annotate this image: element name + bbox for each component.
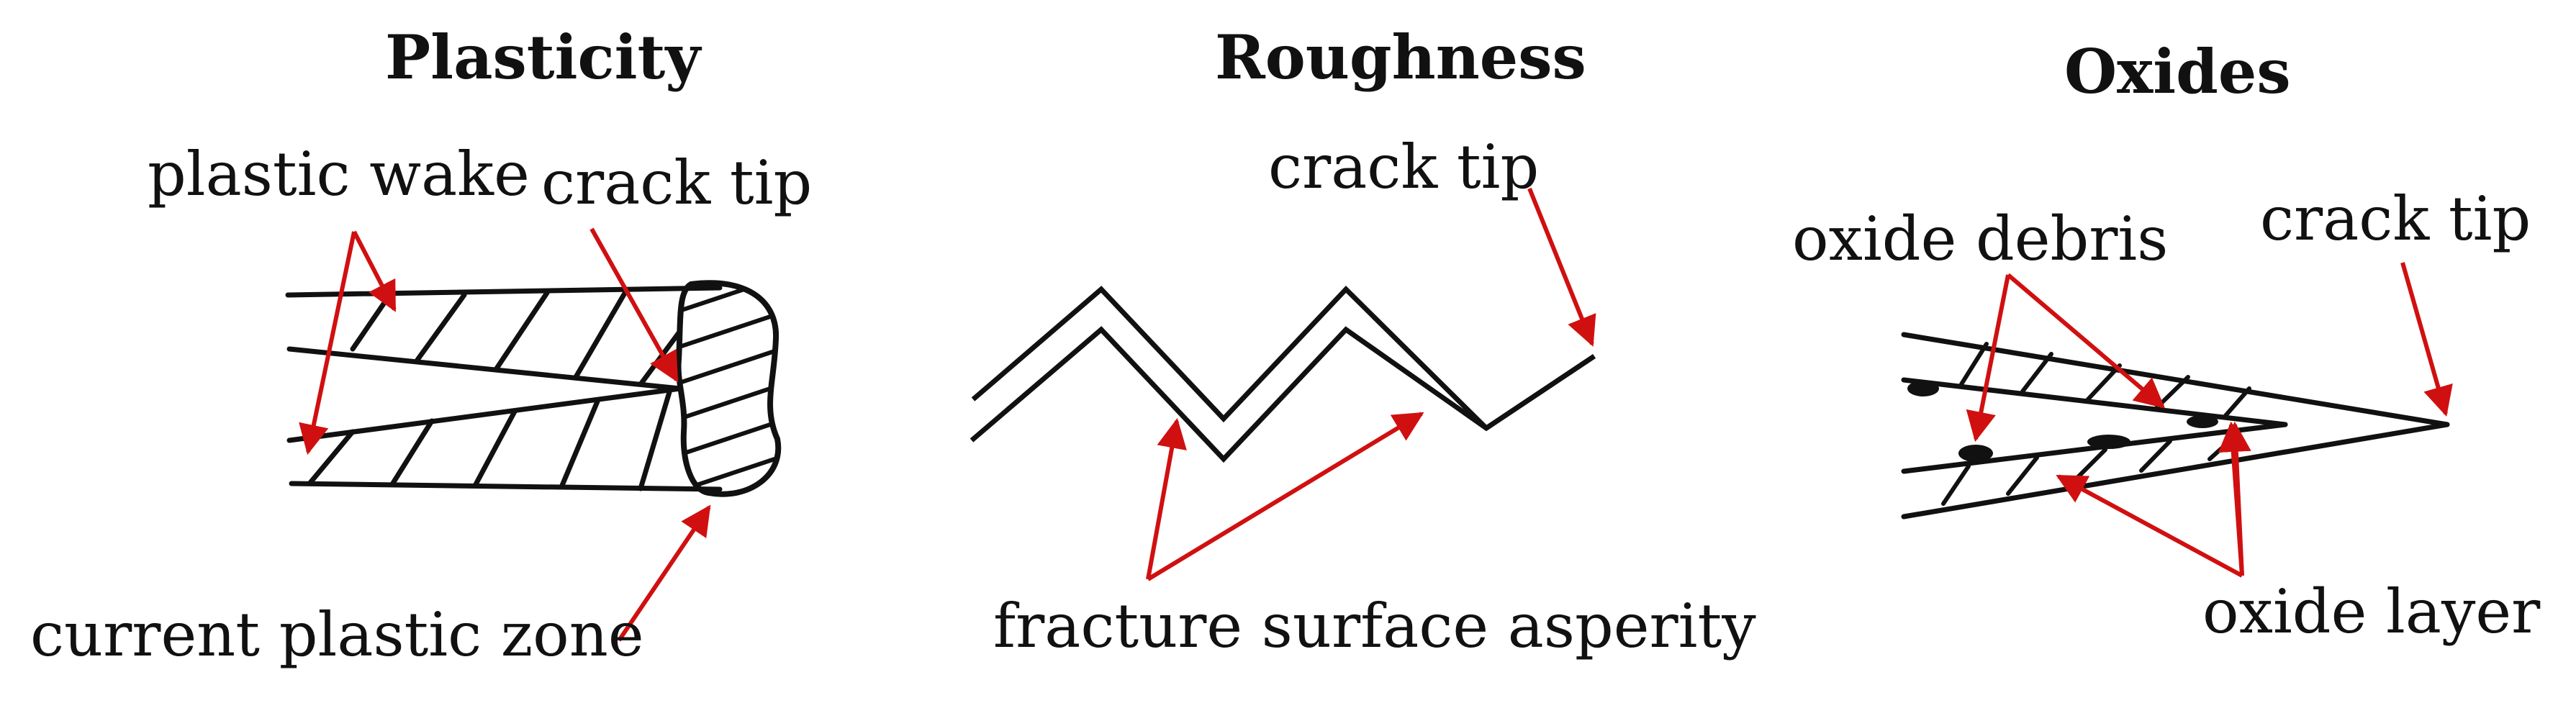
asperity-arrow-right: [1147, 412, 1424, 581]
crack-tip-label-roughness: crack tip: [1268, 132, 1540, 202]
crack-tip-arrow-oxides: [2400, 262, 2453, 417]
crack-tip-arrow-roughness: [1527, 187, 1596, 347]
oxide-layer-arrow-left: [2056, 474, 2243, 578]
lower-wake-hatching: [307, 389, 672, 491]
oxide-debris-particle: [2087, 435, 2130, 449]
roughness-panel: [970, 285, 1596, 463]
plastic-wake-arrow-lower: [299, 231, 356, 455]
upper-fracture-surface: [970, 326, 1596, 463]
plastic-wake-label: plastic wake: [148, 139, 530, 209]
oxide-debris-particle: [2187, 415, 2218, 428]
roughness-title: Roughness: [1215, 22, 1586, 93]
plastic-wake-upper-boundary: [285, 285, 723, 298]
oxide-debris-label: oxide debris: [1792, 204, 2169, 274]
oxide-layer-arrow-right: [2218, 421, 2249, 576]
current-plastic-zone-label: current plastic zone: [30, 599, 644, 670]
crack-lower-face: [286, 386, 683, 443]
plastic-wake-arrow-upper: [352, 230, 397, 312]
oxide-inner-upper-face: [1901, 377, 2288, 427]
oxides-title: Oxides: [2064, 36, 2291, 107]
crack-tip-label-oxides: crack tip: [2260, 183, 2531, 254]
asperity-arrow-left: [1146, 417, 1187, 580]
crack-tip-wedge-lower: [1485, 354, 1596, 430]
oxide-outer-lower-face: [1901, 422, 2450, 520]
roughness-arrows: [1146, 187, 1596, 581]
asperity-label: fracture surface asperity: [993, 591, 1756, 661]
plastic-zone-arrow: [617, 504, 711, 642]
current-plastic-zone: [675, 280, 782, 497]
oxide-inner-lower-face: [1901, 422, 2288, 474]
plasticity-arrows: [299, 227, 711, 642]
crack-tip-arrow-plasticity: [589, 227, 679, 383]
plasticity-panel: [285, 280, 782, 497]
oxide-debris-particles: [1907, 381, 2218, 462]
oxide-debris-particle: [1958, 445, 1993, 462]
oxides-arrows: [1966, 262, 2453, 578]
oxide-layer-label: oxide layer: [2202, 576, 2541, 647]
plasticity-title: Plasticity: [385, 22, 701, 93]
oxide-debris-particle: [1907, 381, 1939, 396]
oxide-debris-arrow-right: [2007, 273, 2166, 409]
plastic-wake-lower-boundary: [289, 481, 723, 492]
lower-fracture-surface: [971, 285, 1488, 430]
crack-upper-face: [286, 346, 683, 391]
oxides-panel: [1901, 332, 2450, 520]
oxide-debris-arrow-left: [1966, 274, 2010, 443]
crack-tip-label-plasticity: crack tip: [541, 148, 813, 218]
